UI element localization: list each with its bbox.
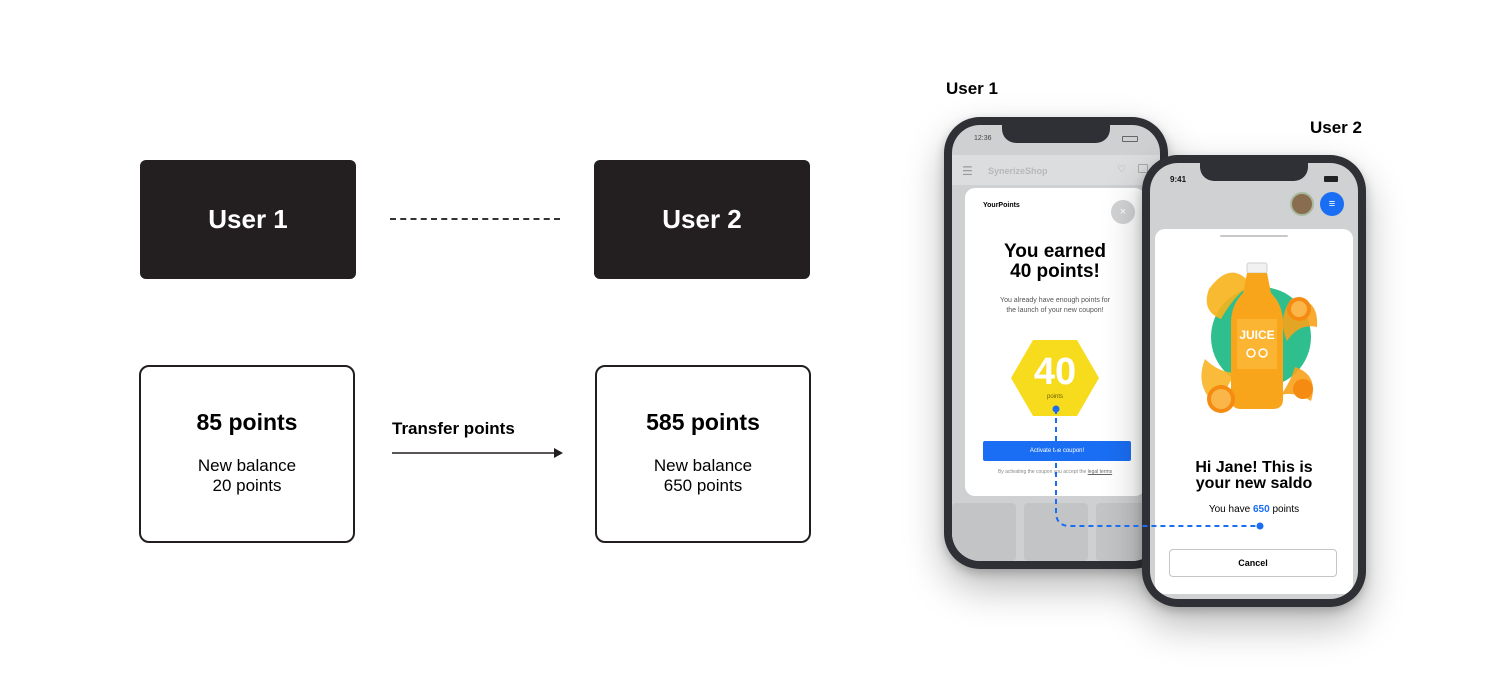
menu-icon[interactable]: ≡ — [1320, 192, 1344, 216]
greeting-line1: Hi Jane! This is — [1195, 459, 1313, 476]
user1-points: 85 points — [196, 409, 298, 435]
phone1-caption: User 1 — [946, 79, 998, 98]
shop-name: SynerizeShop — [988, 166, 1048, 176]
product-tile[interactable] — [1024, 503, 1088, 561]
phone-notch — [1002, 125, 1110, 143]
cancel-button[interactable]: Cancel — [1169, 549, 1337, 577]
avatar[interactable] — [1290, 192, 1314, 216]
status-time: 9:41 — [1170, 175, 1187, 184]
greeting-line2: your new saldo — [1195, 475, 1313, 492]
activate-coupon-button[interactable]: Activate the coupon! — [983, 441, 1131, 461]
points-summary: You have 650 points — [1155, 504, 1353, 515]
legal-terms-link[interactable]: legal terms — [1087, 469, 1113, 475]
sheet-handle[interactable] — [1220, 235, 1288, 237]
hamburger-icon[interactable]: ☰ — [962, 164, 973, 178]
shop-topbar: ☰ SynerizeShop ♡ — [952, 155, 1160, 185]
phone2-mockup: 9:41 ≡ JUICE — [1142, 155, 1366, 607]
points-summary-value: 650 — [1252, 504, 1270, 515]
points-summary-suffix: points — [1272, 504, 1300, 515]
points-summary-prefix: You have — [1208, 504, 1251, 515]
transfer-label: Transfer points — [392, 419, 515, 438]
modal-desc-line1: You already have enough points for — [1000, 297, 1110, 304]
user1-balance-box: 85 points New balance 20 points — [139, 365, 355, 543]
close-icon[interactable]: × — [1111, 200, 1135, 224]
saldo-sheet: JUICE Hi Jane! This is your new saldo Yo… — [1155, 229, 1353, 594]
badge-unit: points — [1046, 394, 1063, 400]
terms-text: By activating the coupon you accept the … — [973, 469, 1137, 475]
badge-value: 40 — [1033, 351, 1077, 393]
user2-balance-box: 585 points New balance 650 points — [595, 365, 811, 543]
juice-bottle-illustration: JUICE — [1201, 262, 1318, 413]
phone-notch — [1200, 163, 1308, 181]
modal-brand: YourPoints — [983, 202, 1020, 209]
battery-icon — [1324, 176, 1338, 182]
user1-box: User 1 — [140, 160, 356, 279]
user1-box-label: User 1 — [208, 204, 288, 234]
dashed-connector — [390, 218, 560, 220]
user2-new-balance-label: New balance — [653, 456, 753, 475]
user1-new-balance-label: New balance — [197, 456, 297, 475]
user2-box-label: User 2 — [662, 204, 742, 234]
phone2-screen: 9:41 ≡ JUICE — [1150, 163, 1358, 599]
modal-desc-line2: the launch of your new coupon! — [1006, 307, 1104, 314]
product-tile[interactable] — [952, 503, 1016, 561]
phone1-screen: 12:36 ☰ SynerizeShop ♡ YourPoints × You … — [952, 125, 1160, 561]
phone1-mockup: 12:36 ☰ SynerizeShop ♡ YourPoints × You … — [944, 117, 1168, 569]
heart-icon[interactable]: ♡ — [1117, 164, 1126, 175]
product-tiles — [952, 499, 1160, 561]
bottle-label: JUICE — [1239, 328, 1274, 342]
terms-prefix: By activating the coupon you accept the — [997, 469, 1087, 475]
points-hexagon-badge: 40 points — [1011, 340, 1099, 416]
user2-new-balance-value: 650 points — [663, 476, 743, 495]
user1-new-balance-value: 20 points — [212, 476, 282, 495]
phone2-caption: User 2 — [1310, 118, 1362, 137]
arrow-right-icon — [392, 448, 563, 458]
battery-icon — [1122, 136, 1138, 142]
points-modal: YourPoints × You earned 40 points! You a… — [965, 188, 1145, 496]
user2-points: 585 points — [646, 409, 760, 435]
modal-title-line2: 40 points! — [1010, 261, 1100, 282]
status-time: 12:36 — [974, 135, 992, 142]
cart-icon[interactable] — [1138, 164, 1148, 173]
modal-title-line1: You earned — [1003, 241, 1107, 262]
user2-box: User 2 — [594, 160, 810, 279]
